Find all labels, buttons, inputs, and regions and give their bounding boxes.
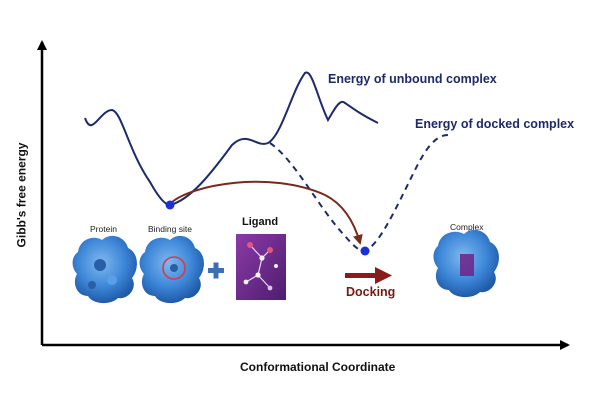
unbound-minimum-dot: [165, 200, 175, 210]
plus-vertical: [213, 262, 219, 279]
complex-illustration: [433, 229, 499, 298]
docking-label: Docking: [346, 285, 396, 299]
y-axis-label: Gibb's free energy: [14, 142, 29, 248]
docking-arrow: [345, 267, 392, 284]
binding-site-label: Binding site: [148, 224, 192, 234]
x-axis-label: Conformational Coordinate: [240, 360, 396, 374]
complex-label: Complex: [450, 222, 484, 232]
ligand-illustration: [236, 234, 286, 300]
transition-arrow: [170, 180, 363, 245]
unbound-energy-curve: [84, 71, 379, 207]
unbound-energy-label: Energy of unbound complex: [328, 72, 497, 86]
docked-minimum-dot: [360, 246, 370, 256]
protein-label: Protein: [90, 224, 117, 234]
docked-energy-label: Energy of docked complex: [415, 117, 575, 131]
protein-illustration: [72, 235, 137, 304]
binding-site-illustration: [139, 235, 204, 304]
docked-energy-curve: [269, 134, 449, 253]
ligand-label: Ligand: [242, 216, 279, 228]
